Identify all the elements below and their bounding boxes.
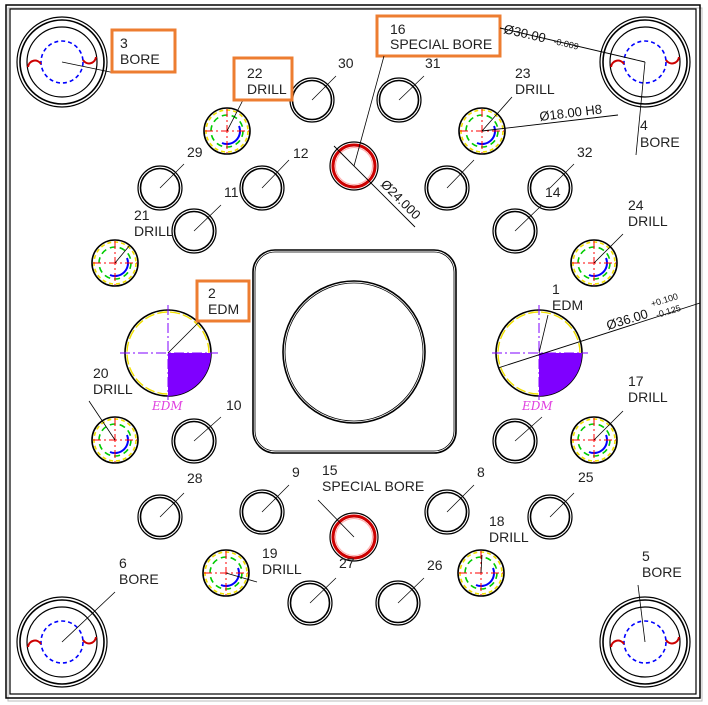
hole-32[interactable] <box>527 163 575 211</box>
drill-24[interactable] <box>570 233 624 287</box>
label-19-type: DRILL <box>262 561 302 577</box>
label-5-type: BORE <box>642 564 682 580</box>
label-5-num: 5 <box>642 548 650 564</box>
dim-bore-tol: -0.009 <box>553 36 580 51</box>
hole-label-28: 28 <box>187 470 203 486</box>
hole-7[interactable] <box>492 416 543 464</box>
label-4-type: BORE <box>640 134 680 150</box>
hole-label-8: 8 <box>477 464 485 480</box>
dim-leader-special-callout <box>353 55 385 167</box>
label-16-type: SPECIAL BORE <box>390 36 492 52</box>
hole-26[interactable] <box>375 577 425 626</box>
drill-21[interactable] <box>91 239 139 287</box>
edm-tag-right: EDM <box>521 399 553 413</box>
hole-31[interactable] <box>376 75 425 123</box>
edm-2[interactable] <box>120 305 218 400</box>
label-2-type: EDM <box>208 301 239 317</box>
callout-box-3 <box>110 28 177 74</box>
drill-20[interactable] <box>88 400 139 464</box>
drill-17[interactable] <box>570 410 624 464</box>
hole-label-25: 25 <box>578 469 594 485</box>
label-16-num: 16 <box>390 21 406 37</box>
label-18-num: 18 <box>489 513 505 529</box>
label-24-num: 24 <box>628 197 644 213</box>
label-6-num: 6 <box>119 555 127 571</box>
drill-22[interactable] <box>203 99 251 155</box>
dim-leader-edm <box>497 302 701 369</box>
hole-label-12: 12 <box>293 145 309 161</box>
bore-6[interactable] <box>16 591 116 688</box>
hole-label-14: 14 <box>545 184 561 200</box>
dim-leader-special <box>333 145 416 228</box>
label-19-num: 19 <box>262 545 278 561</box>
label-1-num: 1 <box>552 281 560 297</box>
drill-19[interactable] <box>202 549 258 597</box>
hole-28[interactable] <box>137 492 185 540</box>
label-18-type: DRILL <box>489 529 529 545</box>
center-boss <box>282 280 426 424</box>
drill-23[interactable] <box>458 96 513 155</box>
label-17-num: 17 <box>628 373 644 389</box>
label-1-type: EDM <box>552 297 583 313</box>
hole-label-31: 31 <box>425 55 441 71</box>
plate-outline-inner <box>9 8 697 695</box>
hole-9[interactable] <box>239 484 290 535</box>
hole-8[interactable] <box>424 484 475 535</box>
drill-18[interactable] <box>457 549 505 597</box>
bore-4[interactable] <box>599 16 691 156</box>
label-6-type: BORE <box>119 571 159 587</box>
label-2-num: 2 <box>208 285 216 301</box>
center-boss-inner <box>284 282 424 422</box>
label-3-num: 3 <box>120 35 128 51</box>
hole-29[interactable] <box>137 163 185 211</box>
callout-box-2 <box>195 279 251 323</box>
dim-edm-value: Ø36.00 <box>604 306 649 333</box>
label-3-type: BORE <box>120 51 160 67</box>
dim-bore-value: Ø30.00 <box>502 21 547 45</box>
center-pocket <box>252 249 457 454</box>
bore-3[interactable] <box>16 16 116 108</box>
dim-leader-drill <box>481 114 619 132</box>
edm-tag-left: EDM <box>151 399 183 413</box>
hole-label-11: 11 <box>224 184 239 200</box>
label-17-type: DRILL <box>628 389 668 405</box>
label-23-num: 23 <box>515 65 531 81</box>
hole-30[interactable] <box>289 75 337 123</box>
hole-13[interactable] <box>424 159 475 211</box>
dim-leader-bore <box>499 27 646 63</box>
label-22-type: DRILL <box>247 81 287 97</box>
hole-14[interactable] <box>492 204 543 254</box>
label-20-num: 20 <box>93 365 109 381</box>
plate-outline-outer <box>5 4 701 699</box>
edm-1[interactable] <box>492 305 588 400</box>
label-20-type: DRILL <box>93 381 133 397</box>
hole-10[interactable] <box>171 416 222 464</box>
dim-special-value: Ø24.000 <box>378 177 424 223</box>
hole-25[interactable] <box>527 492 575 540</box>
hole-label-29: 29 <box>187 144 203 160</box>
label-21-num: 21 <box>134 207 150 223</box>
special-bore-15[interactable] <box>317 499 380 563</box>
callout-box-22 <box>232 56 294 102</box>
hole-label-27: 27 <box>339 555 355 571</box>
label-4-num: 4 <box>640 117 648 133</box>
callout-box-16 <box>375 14 502 58</box>
label-15-type: SPECIAL BORE <box>322 478 424 494</box>
hole-12[interactable] <box>239 159 290 211</box>
hole-label-9: 9 <box>292 464 300 480</box>
hole-label-26: 26 <box>427 557 443 573</box>
plate-outline-shadow <box>7 7 703 702</box>
label-21-type: DRILL <box>134 223 174 239</box>
label-24-type: DRILL <box>628 213 668 229</box>
hole-27[interactable] <box>287 577 337 626</box>
hole-11[interactable] <box>171 204 222 254</box>
hole-label-32: 32 <box>577 144 593 160</box>
label-15-num: 15 <box>322 462 338 478</box>
hole-label-10: 10 <box>226 397 242 413</box>
center-pocket-inner <box>254 251 455 452</box>
bore-5[interactable] <box>599 584 691 688</box>
hole-label-30: 30 <box>338 55 354 71</box>
label-23-type: DRILL <box>515 81 555 97</box>
label-22-num: 22 <box>247 65 263 81</box>
